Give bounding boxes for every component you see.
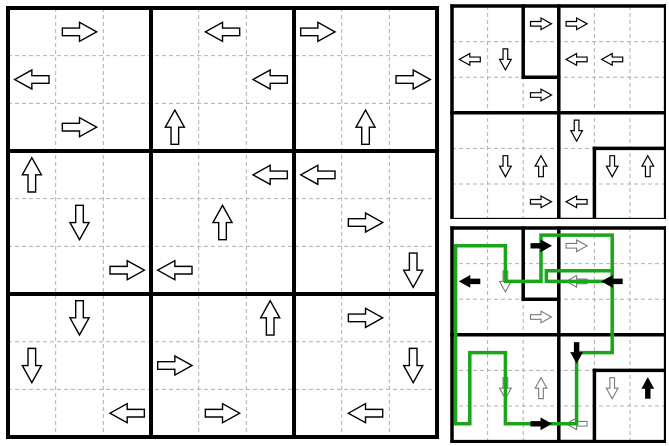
arrow-up-icon [640, 154, 655, 178]
solid-arrow-left-icon [601, 274, 623, 288]
arrow-right-icon [299, 21, 337, 43]
arrow-down-icon [498, 155, 513, 178]
arrow-right-icon [529, 16, 553, 31]
arrow-left-icon [346, 402, 384, 424]
solid-arrow-up-icon [641, 377, 655, 399]
arrow-left-icon [564, 194, 588, 209]
arrow-up-icon [259, 299, 281, 336]
arrow-right-icon [61, 21, 99, 43]
arrow-left-icon [13, 68, 50, 91]
arrow-right-icon [395, 68, 432, 91]
arrow-up-icon [211, 203, 234, 241]
arrow-down-icon [402, 347, 424, 385]
arrow-down-icon [605, 377, 619, 400]
arrow-left-icon [251, 164, 289, 186]
arrow-right-icon [347, 307, 385, 329]
arrow-down-icon [402, 252, 424, 289]
arrow-right-icon [529, 88, 553, 102]
main-puzzle-grid[interactable] [0, 0, 446, 446]
solid-arrow-right-icon [530, 417, 553, 431]
arrow-left-icon [299, 164, 336, 186]
arrow-up-icon [164, 108, 186, 146]
arrow-down-icon [68, 299, 91, 337]
arrow-left-icon [458, 52, 481, 67]
arrow-down-icon [605, 155, 620, 178]
arrow-up-icon [354, 108, 377, 146]
arrow-left-icon [203, 21, 241, 43]
arrow-up-icon [21, 156, 43, 193]
arrow-left-icon [564, 52, 588, 67]
arrow-down-icon [498, 48, 513, 72]
arrow-left-icon [156, 259, 193, 281]
solution-path [453, 233, 614, 426]
arrow-right-icon [565, 239, 589, 253]
arrow-right-icon [529, 310, 553, 324]
arrow-right-icon [156, 354, 194, 377]
arrow-right-icon [61, 116, 99, 138]
arrow-right-icon [529, 194, 553, 209]
example-puzzle-grid [450, 4, 666, 219]
arrow-down-icon [21, 347, 43, 385]
arrow-right-icon [565, 16, 589, 31]
arrow-down-icon [68, 204, 91, 242]
arrow-right-icon [109, 259, 146, 281]
arrow-up-icon [534, 154, 548, 178]
arrow-left-icon [600, 52, 624, 67]
arrow-up-icon [534, 376, 548, 400]
arrow-right-icon [347, 211, 385, 234]
arrow-right-icon [204, 402, 242, 424]
arrow-left-icon [108, 402, 146, 424]
solid-arrow-down-icon [570, 342, 584, 364]
arrow-left-icon [251, 68, 289, 91]
solid-arrow-right-icon [530, 239, 553, 253]
solid-arrow-left-icon [458, 274, 481, 288]
example-solution-grid [450, 226, 666, 443]
arrow-down-icon [569, 119, 584, 143]
